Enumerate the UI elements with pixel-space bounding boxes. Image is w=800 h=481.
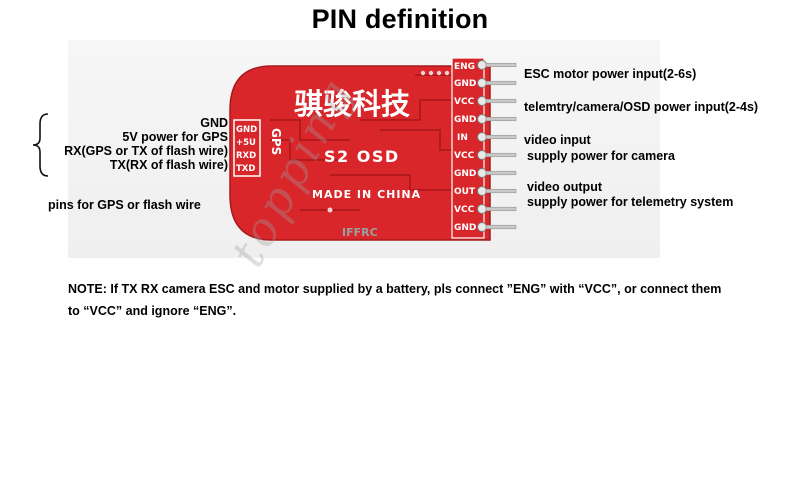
right-pin-labels: ENG GND VCC GND IN VCC GND OUT VCC GND <box>454 62 476 233</box>
note-line-1: NOTE: If TX RX camera ESC and motor supp… <box>68 282 722 296</box>
right-pin-gnd-4: GND <box>454 223 476 233</box>
left-pin-labels: GND +5U RXD TXD <box>236 125 257 174</box>
pin-head <box>477 168 487 178</box>
label-gnd: GND <box>200 116 228 130</box>
right-pin-out: OUT <box>454 187 476 197</box>
brand-logo: 骐骏科技 <box>294 87 410 121</box>
pin-head <box>477 204 487 214</box>
right-pin-in: IN <box>457 133 468 143</box>
label-tx: TX(RX of flash wire) <box>109 158 228 172</box>
right-pin-gnd-3: GND <box>454 169 476 179</box>
pin-lead <box>485 98 517 104</box>
pin-head <box>477 222 487 232</box>
left-pin-rxd: RXD <box>236 151 256 161</box>
right-pin-vcc-3: VCC <box>454 205 475 215</box>
left-brace <box>32 113 49 177</box>
pin-lead <box>485 116 517 122</box>
right-pin-gnd-2: GND <box>454 115 476 125</box>
pin-lead <box>485 206 517 212</box>
note-text: NOTE: If TX RX camera ESC and motor supp… <box>68 278 788 322</box>
pin-head <box>477 78 487 88</box>
label-5v-power: 5V power for GPS <box>122 130 228 144</box>
left-pin-5v: +5U <box>236 138 256 148</box>
label-telemetry-supply: supply power for telemetry system <box>527 195 734 209</box>
label-telemetry-power: telemtry/camera/OSD power input(2-4s) <box>524 100 759 114</box>
pin-head <box>477 60 487 70</box>
pin-head <box>477 186 487 196</box>
pin-lead <box>485 152 517 158</box>
label-video-input: video input <box>524 133 591 147</box>
label-camera-power: supply power for camera <box>527 149 675 163</box>
label-video-output: video output <box>527 180 602 194</box>
pin-head <box>477 150 487 160</box>
pin-lead <box>485 80 517 86</box>
left-pin-gnd: GND <box>236 125 257 135</box>
gps-side-label: GPS <box>269 128 283 155</box>
right-pin-eng: ENG <box>454 62 475 72</box>
left-pin-box <box>233 119 261 177</box>
note-line-2: to “VCC” and ignore “ENG”. <box>68 304 237 318</box>
silk-brand: IFFRC <box>342 226 378 239</box>
pcb-vias <box>327 70 450 213</box>
pin-lead <box>485 224 517 230</box>
page-title: PIN definition <box>311 4 489 34</box>
made-in-label: MADE IN CHINA <box>312 188 421 201</box>
right-pin-vcc-2: VCC <box>454 151 475 161</box>
model-label: S2 OSD <box>324 147 400 166</box>
pcb-traces <box>270 74 455 211</box>
pin-lead <box>485 134 517 140</box>
pin-lead <box>485 62 517 68</box>
right-pin-gnd-1: GND <box>454 79 476 89</box>
pin-lead <box>485 188 517 194</box>
left-pin-txd: TXD <box>236 164 255 174</box>
label-esc-power: ESC motor power input(2-6s) <box>524 67 697 81</box>
label-rx: RX(GPS or TX of flash wire) <box>64 144 228 158</box>
pin-head <box>477 132 487 142</box>
pin-lead <box>485 170 517 176</box>
label-gps-group: pins for GPS or flash wire <box>48 198 201 212</box>
pin-head <box>477 114 487 124</box>
right-pin-vcc-1: VCC <box>454 97 475 107</box>
header-pins <box>477 60 517 232</box>
pcb-board <box>229 65 491 241</box>
pin-head <box>477 96 487 106</box>
